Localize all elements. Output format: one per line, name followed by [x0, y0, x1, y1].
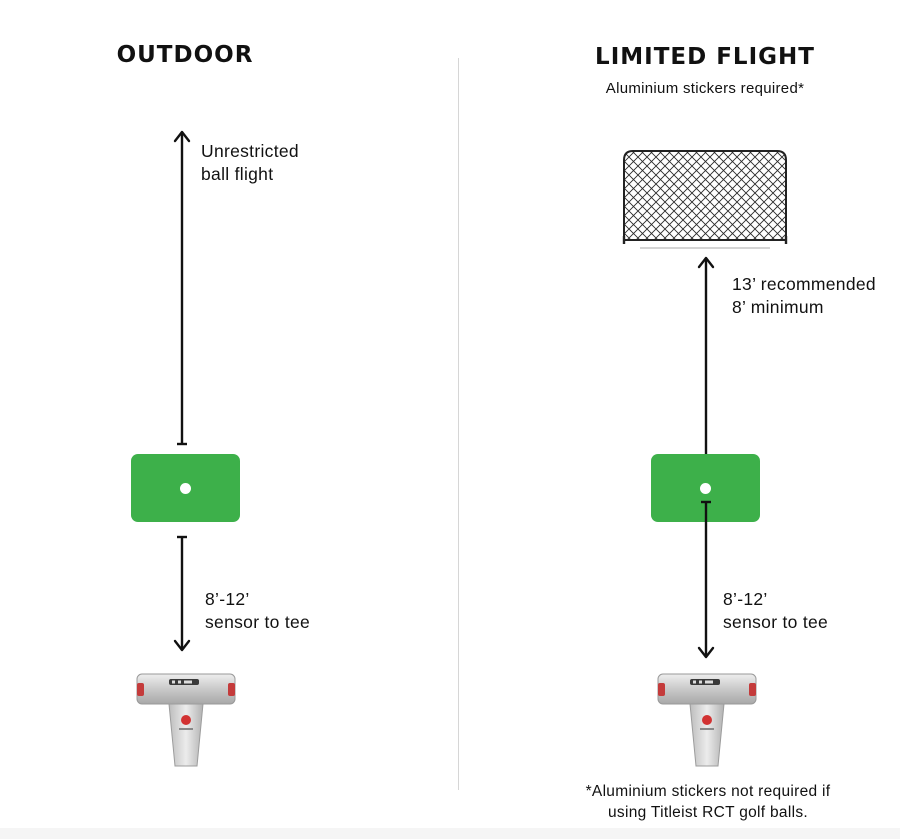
limited-distance-label-line2: sensor to tee: [723, 612, 829, 632]
limited-net-distance-label: 13’ recommended 8’ minimum: [732, 273, 876, 319]
outdoor-flight-label-line2: ball flight: [201, 164, 274, 184]
outdoor-distance-arrow-icon: [173, 535, 191, 652]
limited-title: LIMITED FLIGHT: [595, 44, 815, 70]
limited-net-distance-label-line2: 8’ minimum: [732, 297, 824, 317]
outdoor-distance-label-line1: 8’-12’: [205, 589, 250, 609]
outdoor-flight-label: Unrestricted ball flight: [201, 140, 299, 186]
outdoor-sensor-icon: [136, 673, 236, 767]
limited-distance-label-line1: 8’-12’: [723, 589, 768, 609]
limited-distance-arrow-icon: [697, 500, 715, 659]
bottom-edge: [0, 828, 900, 839]
outdoor-distance-label-line2: sensor to tee: [205, 612, 311, 632]
limited-net-distance-arrow-icon: [697, 256, 715, 476]
outdoor-flight-label-line1: Unrestricted: [201, 141, 299, 161]
limited-net-distance-label-line1: 13’ recommended: [732, 274, 876, 294]
limited-sensor-icon: [657, 673, 757, 767]
outdoor-tee-icon: [180, 483, 191, 494]
outdoor-title: OUTDOOR: [116, 42, 254, 68]
limited-tee-icon: [700, 483, 711, 494]
outdoor-flight-arrow-icon: [173, 130, 191, 446]
outdoor-distance-label: 8’-12’ sensor to tee: [205, 588, 310, 634]
limited-footnote-line2: using Titleist RCT golf balls.: [608, 804, 808, 821]
column-divider: [458, 58, 459, 790]
limited-distance-label: 8’-12’ sensor to tee: [723, 588, 828, 634]
limited-subtitle: Aluminium stickers required*: [605, 80, 805, 97]
limited-footnote-line1: *Aluminium stickers not required if: [585, 783, 831, 800]
hitting-net-icon: [622, 150, 788, 249]
limited-footnote: *Aluminium stickers not required if usin…: [558, 781, 858, 823]
